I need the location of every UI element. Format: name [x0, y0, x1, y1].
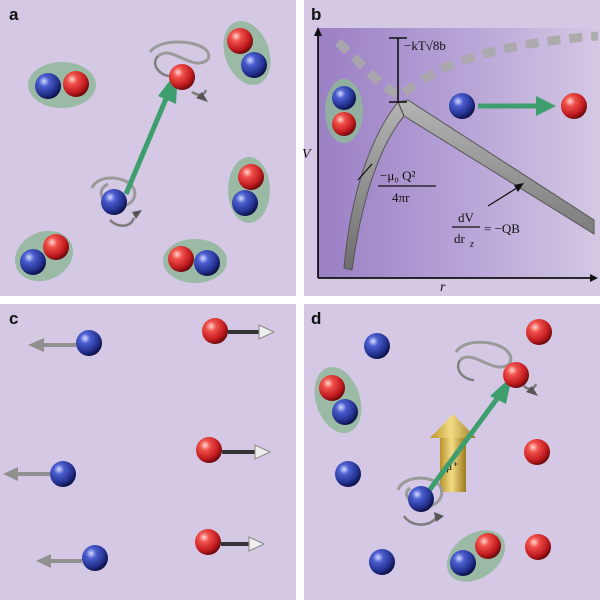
coulomb-numerator: −μ₀ Q² — [380, 168, 415, 183]
red-particle-icon — [43, 234, 69, 260]
blue-particle-icon — [35, 73, 61, 99]
red-particle-icon — [238, 164, 264, 190]
blue-particle-left-moving — [28, 330, 102, 356]
red-particle-icon — [332, 112, 356, 136]
blue-particle-icon — [194, 250, 220, 276]
blue-particle-icon — [82, 545, 108, 571]
blue-particle-icon — [335, 461, 361, 487]
red-particle-icon — [526, 319, 552, 345]
coulomb-denominator: 4πr — [392, 190, 410, 205]
particle-pair — [446, 530, 506, 582]
red-particle-icon — [319, 375, 345, 401]
red-particle-icon — [227, 28, 253, 54]
red-particle-icon — [525, 534, 551, 560]
particle-pair — [28, 62, 96, 108]
field-numerator: dV — [458, 210, 475, 225]
blue-particle-icon — [50, 461, 76, 487]
blue-particle-icon — [332, 399, 358, 425]
blue-particle-icon — [20, 249, 46, 275]
barrier-height-label: −kT√8b — [404, 38, 446, 53]
helical-ribbon-icon — [396, 476, 444, 526]
panel-a: a — [0, 0, 296, 296]
helical-ribbon-icon — [454, 340, 538, 396]
blue-particle-icon — [369, 549, 395, 575]
blue-particle-icon — [232, 190, 258, 216]
red-particle-icon — [503, 362, 529, 388]
motion-arrow-icon — [425, 390, 505, 494]
panel-letter-a: a — [9, 5, 19, 24]
panel-letter-d: d — [311, 309, 321, 328]
helical-ribbon-icon — [90, 176, 142, 227]
x-axis-label: r — [440, 280, 446, 295]
red-particle-icon — [195, 529, 221, 555]
blue-particle-left-moving — [36, 545, 108, 571]
y-axis-label: V — [302, 147, 312, 162]
field-rhs: = −QB — [484, 221, 520, 236]
blue-particle-icon — [76, 330, 102, 356]
red-particle-icon — [168, 246, 194, 272]
red-particle-icon — [63, 71, 89, 97]
particle-pair — [314, 366, 362, 434]
panel-b-shade — [318, 28, 600, 278]
red-particle-icon — [561, 93, 587, 119]
red-particle-icon — [202, 318, 228, 344]
blue-particle-icon — [332, 86, 356, 110]
red-particle-icon — [475, 533, 501, 559]
motion-arrow-icon — [536, 96, 556, 116]
particle-pair — [228, 157, 270, 223]
red-particle-icon — [524, 439, 550, 465]
red-particle-icon — [196, 437, 222, 463]
potential-surface — [343, 99, 595, 271]
blue-particle-left-moving — [3, 461, 76, 487]
blue-particle-icon — [101, 189, 127, 215]
panel-letter-b: b — [311, 5, 321, 24]
field-denominator-subscript: z — [469, 239, 474, 250]
y-axis-arrow-icon — [314, 27, 322, 36]
blue-particle-icon — [449, 93, 475, 119]
field-denominator: dr — [454, 231, 466, 246]
panel-d: d μ⁺ — [304, 304, 600, 600]
unperturbed-potential-curve — [334, 31, 599, 102]
field-pointer — [487, 185, 521, 207]
blue-particle-icon — [408, 486, 434, 512]
magnetic-moment-arrow-icon — [430, 414, 476, 492]
blue-particle-icon — [450, 550, 476, 576]
blue-particle-icon — [364, 333, 390, 359]
particle-pair — [163, 239, 227, 283]
red-particle-icon — [169, 64, 195, 90]
helical-ribbon-icon — [148, 40, 211, 102]
blue-particle-icon — [241, 52, 267, 78]
motion-arrow-icon — [123, 93, 171, 195]
panel-letter-c: c — [9, 309, 18, 328]
x-axis-arrow-icon — [590, 274, 598, 282]
particle-pair — [14, 230, 74, 282]
panel-b: b V r −kT√8b −μ₀ Q² 4πr — [302, 0, 600, 296]
panel-c: c — [0, 304, 296, 600]
red-particle-right-moving — [202, 318, 276, 344]
red-particle-right-moving — [195, 529, 266, 555]
red-particle-right-moving — [196, 437, 272, 463]
particle-pair — [223, 21, 271, 85]
coulomb-pointer — [357, 163, 373, 181]
